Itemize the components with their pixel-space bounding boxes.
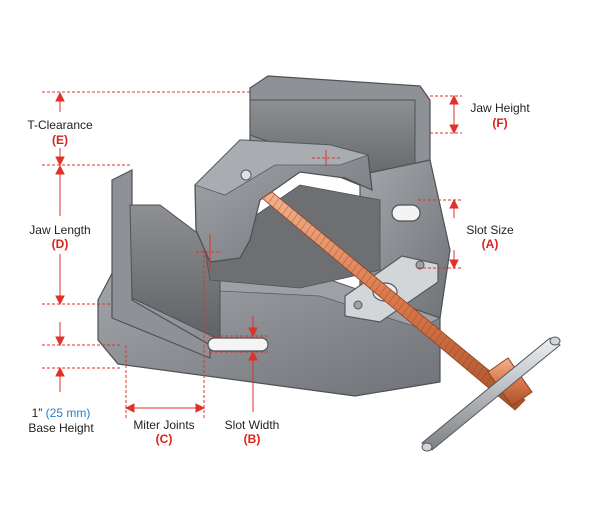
screw-threads: [262, 192, 525, 410]
dim-base-arrow-bottom: [55, 366, 65, 377]
base-slot: [207, 337, 269, 352]
sliding-jaw-top: [194, 139, 370, 196]
jaw-pin: [240, 169, 252, 181]
base-height-label: Base Height: [28, 421, 94, 435]
dim-d-arrow-bottom: [55, 295, 65, 306]
miter-joints-label: Miter Joints: [133, 418, 195, 432]
dim-base-arrow-top: [55, 336, 65, 347]
right-slot: [391, 204, 421, 222]
bracket-screw-1: [353, 300, 363, 310]
slot-size-label: Slot Size: [466, 223, 514, 237]
dim-c-arrow-left: [124, 403, 135, 413]
base-height-inch: 1”: [31, 406, 43, 420]
jaw-length-code: (D): [51, 237, 69, 251]
t-clearance-code: (E): [52, 133, 68, 147]
jaw-height-code: (F): [492, 116, 508, 130]
dim-a-arrow-top: [449, 198, 459, 209]
base-height-mm: (25 mm): [45, 406, 91, 420]
dim-c-arrow-right: [195, 403, 206, 413]
interior-floor: [204, 184, 381, 289]
bracket-screw-2: [415, 260, 425, 270]
t-handle-end-bottom: [421, 442, 433, 452]
t-clearance-label: T-Clearance: [27, 118, 93, 132]
lead-screw: [261, 191, 561, 452]
dim-b-arrow-bottom: [248, 350, 258, 361]
dim-b-arrow-top: [248, 327, 258, 338]
dim-f-arrow-top: [449, 94, 459, 105]
jaw-length-label: Jaw Length: [29, 223, 91, 237]
slot-width-label: Slot Width: [224, 418, 280, 432]
slot-width-code: (B): [243, 432, 261, 446]
clamp-body: [97, 75, 451, 397]
t-handle-bar: [421, 337, 561, 451]
dimension-lines: [42, 91, 462, 418]
dim-a-arrow-bottom: [449, 259, 459, 270]
dim-f-arrow-bottom: [449, 124, 459, 135]
left-jaw-face: [129, 204, 221, 341]
t-handle-end-top: [549, 336, 561, 346]
miter-joints-code: (C): [155, 432, 173, 446]
dim-e-arrow-bottom: [55, 156, 65, 167]
dim-d-arrow-top: [55, 164, 65, 175]
base-height-inch-line: 1” (25 mm): [16, 406, 106, 420]
slot-size-code: (A): [481, 237, 499, 251]
dim-e-arrow-top: [55, 91, 65, 102]
jaw-height-label: Jaw Height: [470, 101, 530, 115]
